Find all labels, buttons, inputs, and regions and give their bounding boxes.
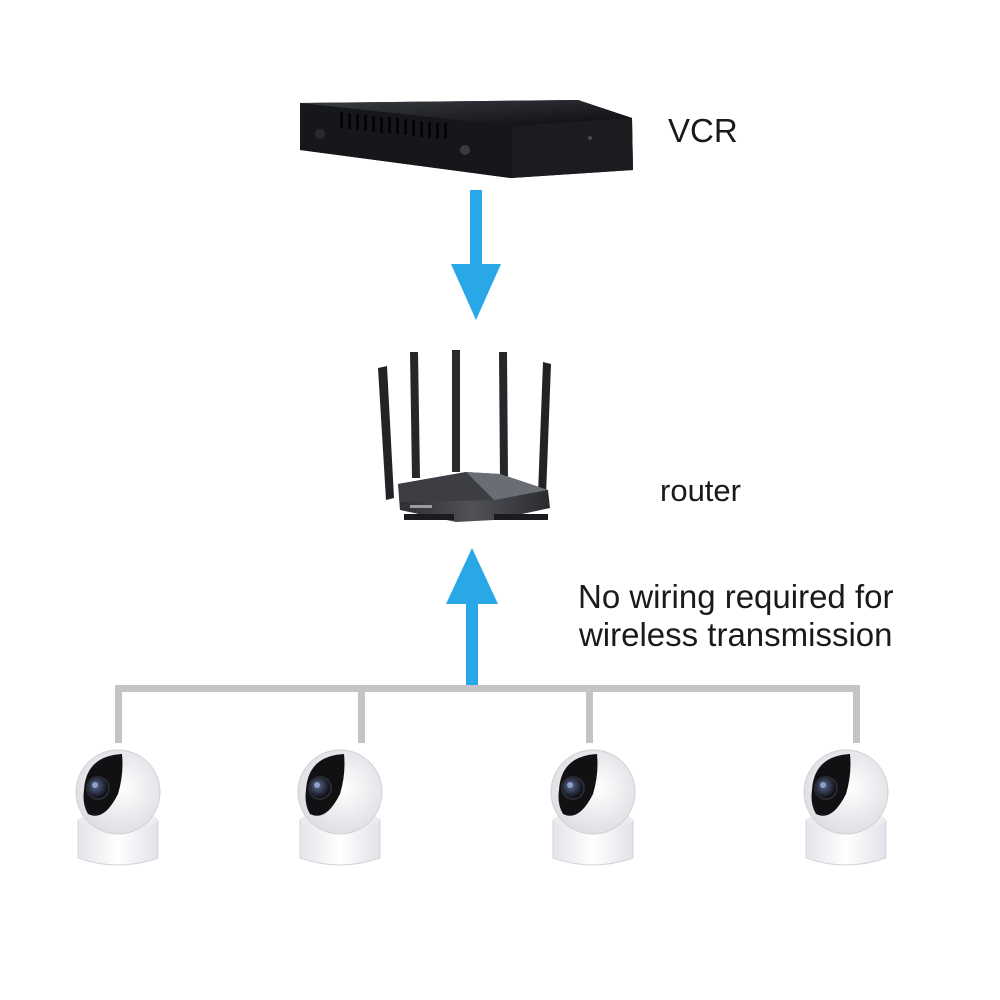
camera-4 [803, 749, 889, 866]
wireless-note-line-1: No wiring required for [578, 578, 894, 615]
up-arrow [446, 548, 498, 688]
vcr-label: VCR [668, 112, 738, 149]
router-label: router [660, 473, 741, 508]
camera-2 [297, 749, 383, 866]
wireless-note: No wiring required for wireless transmis… [578, 578, 893, 654]
camera-1 [75, 749, 161, 866]
wireless-note-line-2: wireless transmission [578, 616, 893, 653]
wifi-router-icon [378, 350, 551, 522]
camera-bus-lines [115, 685, 860, 743]
down-arrow [451, 190, 501, 320]
vcr-device-icon [300, 100, 633, 178]
camera-3 [550, 749, 636, 866]
